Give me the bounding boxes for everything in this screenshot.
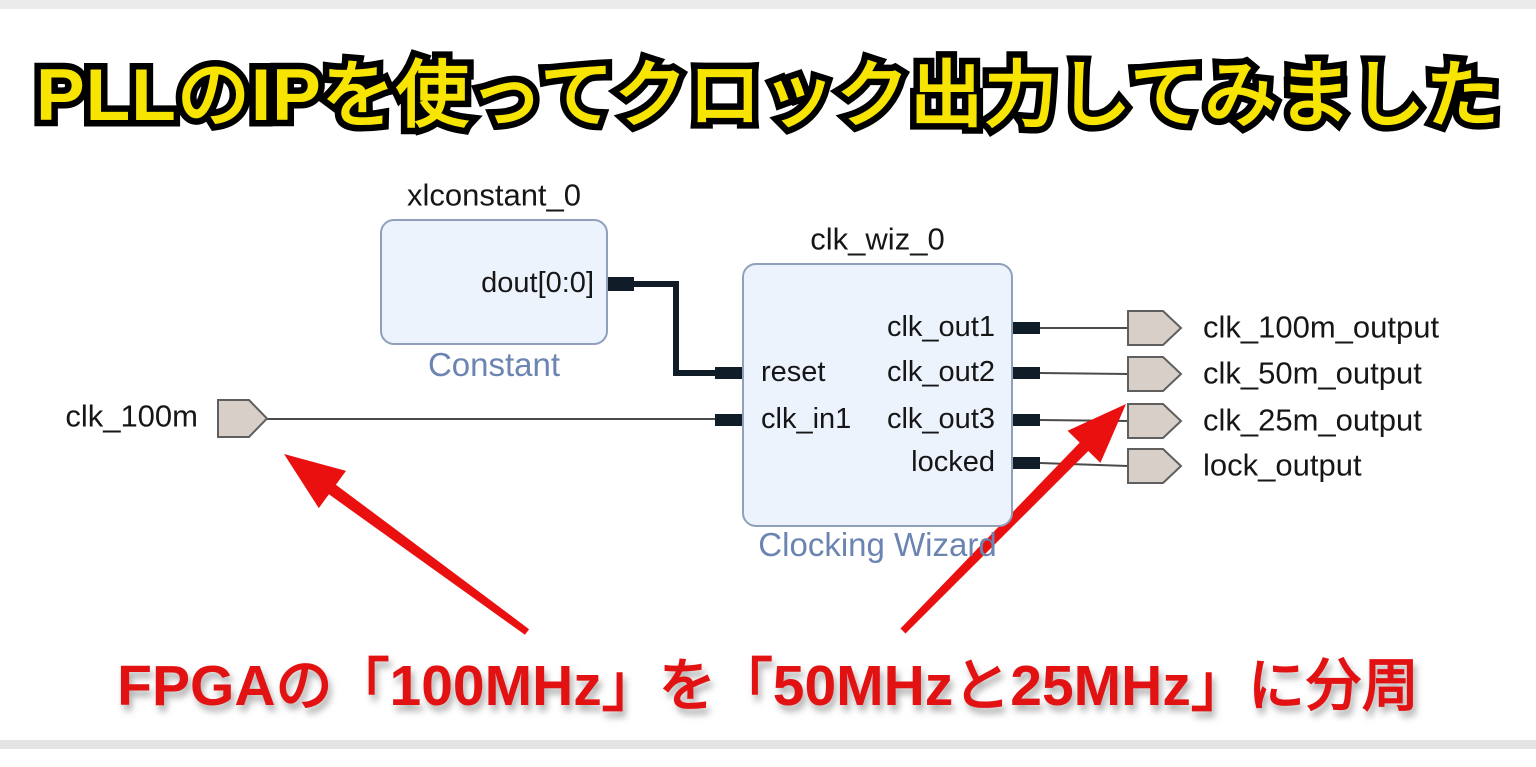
arrow-to-clk25m-port-icon xyxy=(900,404,1126,634)
output-port-shape-clk-100m-output[interactable] xyxy=(1127,310,1183,346)
pin-clk-out2 xyxy=(1012,367,1040,379)
arrow-to-clk100m-wire-icon xyxy=(284,454,530,635)
output-port-label-clk-50m-output: clk_50m_output xyxy=(1203,355,1422,391)
top-strip xyxy=(0,0,1536,9)
wire-clkout2[interactable] xyxy=(1039,372,1129,375)
block-clk-wiz-0[interactable] xyxy=(742,263,1013,527)
port-label-clk-out2: clk_out2 xyxy=(886,355,995,388)
block-type-label-clocking-wizard: Clocking Wizard xyxy=(758,526,997,564)
bottom-strip xyxy=(0,740,1536,749)
input-port-shape-clk-100m[interactable] xyxy=(217,399,269,438)
wire-locked[interactable] xyxy=(1039,462,1129,467)
pin-locked xyxy=(1012,457,1040,469)
pin-dout xyxy=(607,277,634,291)
caption-text: FPGAの「100MHz」を「50MHzと25MHz」に分周 xyxy=(111,648,1425,724)
output-port-shape-clk-50m-output[interactable] xyxy=(1127,356,1183,392)
block-xlconstant-0[interactable] xyxy=(380,219,608,345)
wire-dout-to-reset[interactable] xyxy=(633,281,716,376)
pin-clk-in1 xyxy=(715,414,742,426)
block-instance-name: xlconstant_0 xyxy=(406,177,582,213)
port-label-clk-out3: clk_out3 xyxy=(886,402,995,435)
block-instance-name: clk_wiz_0 xyxy=(810,221,945,257)
output-port-label-clk-25m-output: clk_25m_output xyxy=(1203,402,1422,438)
port-label-dout: dout[0:0] xyxy=(481,266,594,299)
pin-clk-out3 xyxy=(1012,414,1040,426)
output-port-label-clk-100m-output: clk_100m_output xyxy=(1203,309,1440,345)
port-label-clk-out1: clk_out1 xyxy=(886,310,995,343)
page-title: PLLのIPを使ってクロック出力してみました xyxy=(29,49,1505,143)
output-port-label-lock-output: lock_output xyxy=(1203,447,1362,483)
pin-reset xyxy=(715,367,742,379)
port-label-clk-in1: clk_in1 xyxy=(761,402,852,435)
input-port-label-clk-100m: clk_100m xyxy=(65,398,198,434)
output-port-shape-clk-25m-output[interactable] xyxy=(1127,403,1183,439)
port-label-reset: reset xyxy=(761,355,826,388)
output-port-shape-lock-output[interactable] xyxy=(1127,448,1183,484)
port-label-locked: locked xyxy=(911,445,995,478)
pin-clk-out1 xyxy=(1012,322,1040,334)
block-type-label-constant: Constant xyxy=(427,346,561,384)
